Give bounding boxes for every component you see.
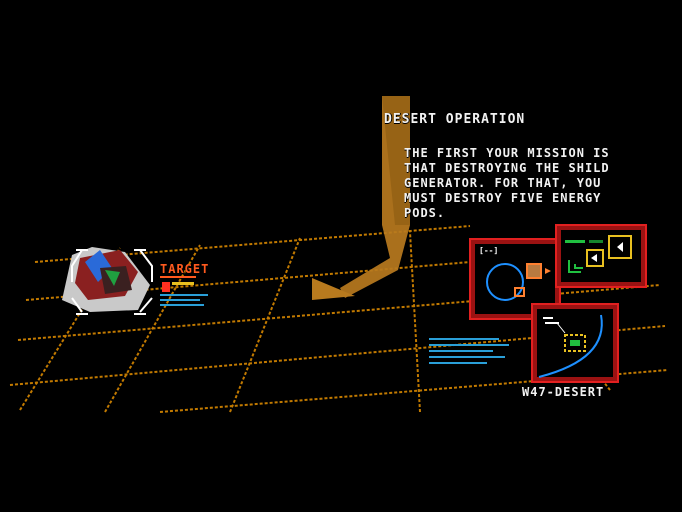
target-info-lines [160,276,208,306]
map-sector-label: W47-DESERT [522,385,605,399]
radar-caption: [--] [479,246,499,255]
zoom-map-panel [531,303,619,383]
radar-display [486,263,551,301]
target-reticle [71,249,153,315]
mission-briefing: THE FIRST YOUR MISSION IS THAT DESTROYIN… [404,146,610,220]
zoom-map-display [538,314,603,378]
threat-display [565,235,632,273]
target-label: TARGET [160,262,210,276]
radar-panel: [--] [469,238,561,320]
threat-panel [555,224,647,288]
target-vehicle[interactable] [62,247,153,315]
waypoint-arrow [312,96,410,300]
mission-title: DESERT OPERATION [384,112,526,127]
telemetry-lines [429,338,509,364]
